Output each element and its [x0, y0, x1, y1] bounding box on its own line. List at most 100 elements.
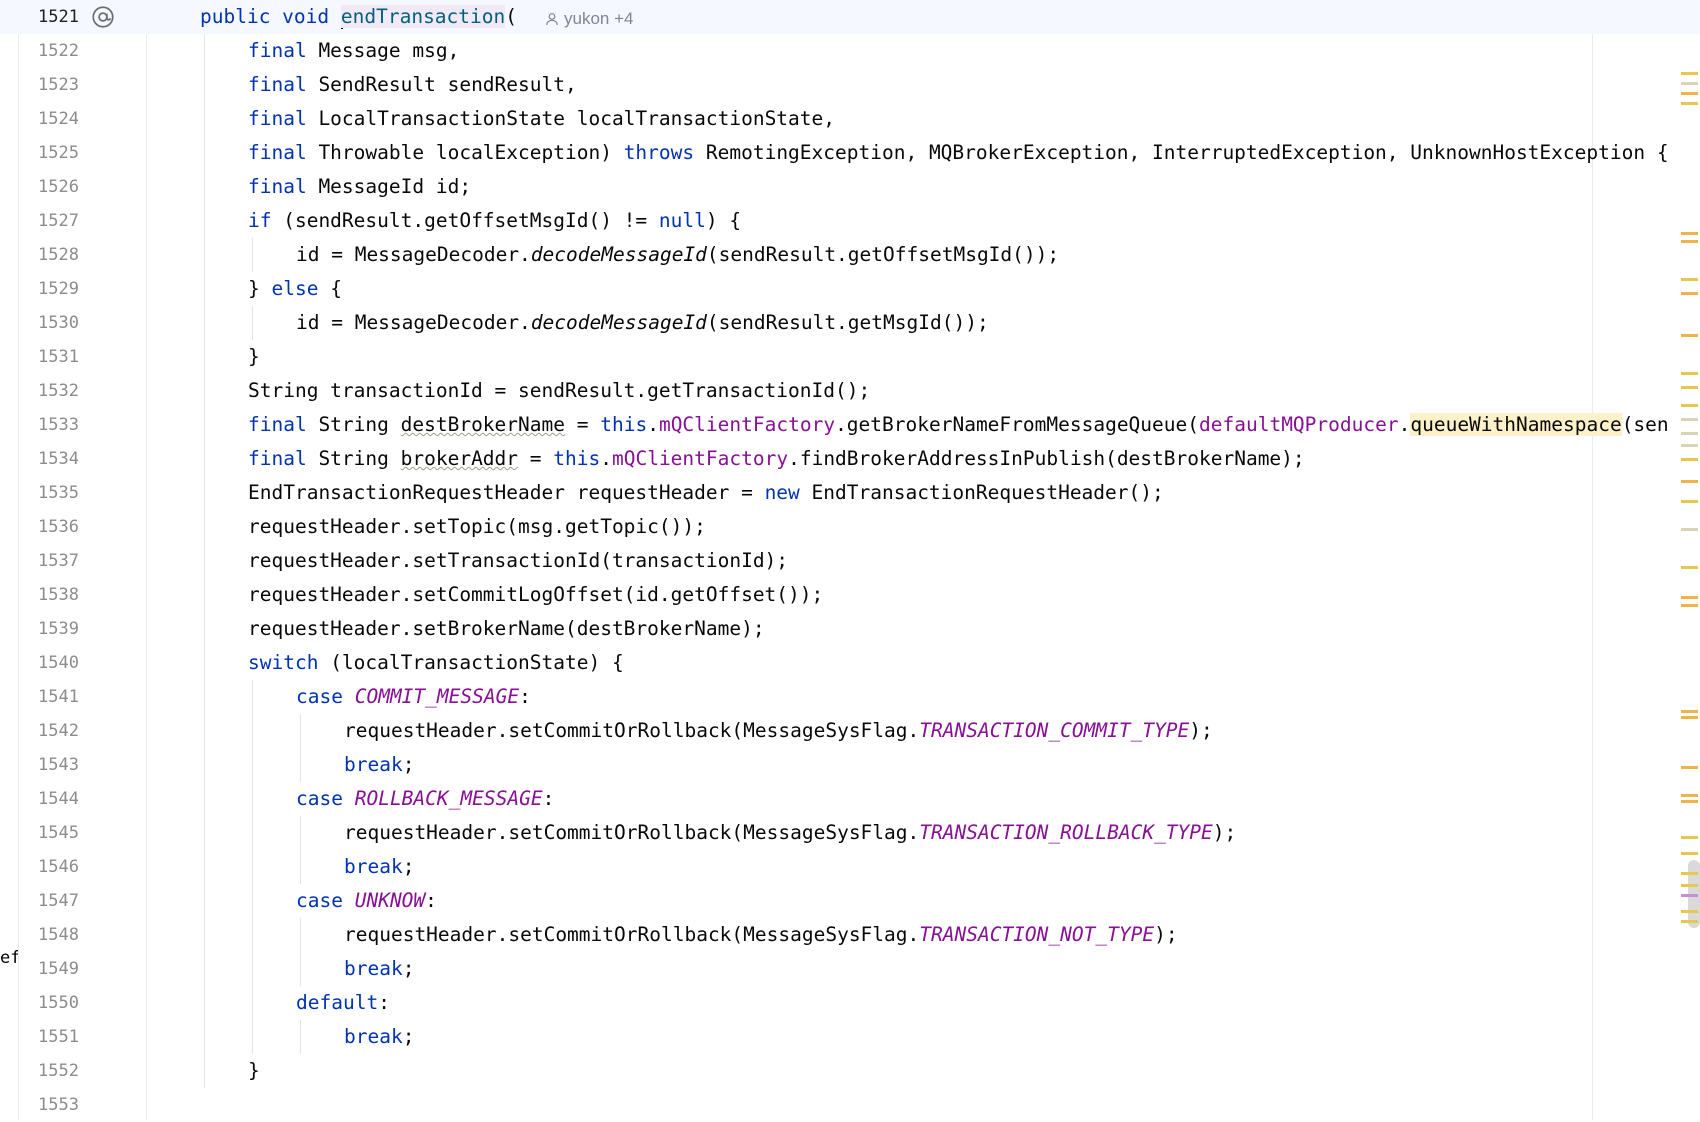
author-inlay-hint[interactable]: yukon +4: [545, 0, 633, 38]
code-text[interactable]: break;: [344, 748, 414, 782]
stripe-marker[interactable]: [1681, 716, 1698, 719]
stripe-marker[interactable]: [1681, 432, 1698, 435]
stripe-marker[interactable]: [1681, 884, 1698, 887]
stripe-marker[interactable]: [1681, 528, 1698, 531]
line-number[interactable]: 1522: [38, 41, 79, 61]
line-number[interactable]: 1538: [38, 585, 79, 605]
stripe-marker[interactable]: [1681, 836, 1698, 839]
code-text[interactable]: requestHeader.setCommitLogOffset(id.getO…: [248, 578, 823, 612]
code-line[interactable]: 1552}: [0, 1054, 1700, 1088]
line-number[interactable]: 1526: [38, 177, 79, 197]
code-text[interactable]: EndTransactionRequestHeader requestHeade…: [248, 476, 1164, 510]
line-number[interactable]: 1541: [38, 687, 79, 707]
line-number[interactable]: 1549: [38, 959, 79, 979]
stripe-marker[interactable]: [1681, 444, 1698, 447]
stripe-marker[interactable]: [1681, 240, 1698, 243]
stripe-marker[interactable]: [1681, 794, 1698, 797]
stripe-marker[interactable]: [1681, 386, 1698, 389]
code-text[interactable]: }: [248, 1054, 260, 1088]
line-number[interactable]: 1521: [38, 7, 79, 27]
line-number[interactable]: 1536: [38, 517, 79, 537]
code-text[interactable]: switch (localTransactionState) {: [248, 646, 624, 680]
line-number[interactable]: 1552: [38, 1061, 79, 1081]
code-line[interactable]: 1522 final Message msg,: [0, 34, 1700, 68]
stripe-marker[interactable]: [1681, 604, 1698, 607]
stripe-marker[interactable]: [1681, 458, 1698, 461]
line-number-gutter[interactable]: [19, 0, 147, 1120]
code-text[interactable]: final LocalTransactionState localTransac…: [248, 102, 835, 136]
line-number[interactable]: 1542: [38, 721, 79, 741]
line-number[interactable]: 1528: [38, 245, 79, 265]
stripe-marker[interactable]: [1681, 92, 1698, 95]
code-text[interactable]: break;: [344, 850, 414, 884]
stripe-marker[interactable]: [1681, 404, 1698, 407]
line-number[interactable]: 1546: [38, 857, 79, 877]
code-text[interactable]: requestHeader.setCommitOrRollback(Messag…: [344, 918, 1178, 952]
code-text[interactable]: final Throwable localException) throws R…: [248, 136, 1669, 170]
code-text[interactable]: } else {: [248, 272, 342, 306]
code-text[interactable]: id = MessageDecoder.decodeMessageId(send…: [296, 306, 989, 340]
line-number[interactable]: 1525: [38, 143, 79, 163]
code-text[interactable]: final String destBrokerName = this.mQCli…: [248, 408, 1669, 442]
line-number[interactable]: 1553: [38, 1095, 79, 1115]
code-line[interactable]: 1542 requestHeader.setCommitOrRollback(Me…: [0, 714, 1700, 748]
code-line[interactable]: 1534 final String brokerAddr = this.mQCli…: [0, 442, 1700, 476]
code-line[interactable]: 1545 requestHeader.setCommitOrRollback(Me…: [0, 816, 1700, 850]
stripe-marker[interactable]: [1681, 894, 1698, 897]
stripe-marker[interactable]: [1681, 278, 1698, 281]
stripe-marker[interactable]: [1681, 372, 1698, 375]
line-number[interactable]: 1540: [38, 653, 79, 673]
line-number[interactable]: 1545: [38, 823, 79, 843]
code-text[interactable]: final Message msg,: [248, 34, 459, 68]
line-number[interactable]: 1527: [38, 211, 79, 231]
override-at-icon[interactable]: [90, 4, 116, 30]
code-line[interactable]: 1538 requestHeader.setCommitLogOffset(id.…: [0, 578, 1700, 612]
code-line[interactable]: 1528 id = MessageDecoder.decodeMessageId(…: [0, 238, 1700, 272]
line-number[interactable]: 1524: [38, 109, 79, 129]
code-text[interactable]: final String brokerAddr = this.mQClientF…: [248, 442, 1305, 476]
code-text[interactable]: public void endTransaction(: [200, 0, 517, 34]
line-number[interactable]: 1531: [38, 347, 79, 367]
code-text[interactable]: String transactionId = sendResult.getTra…: [248, 374, 870, 408]
code-line[interactable]: 1531}: [0, 340, 1700, 374]
line-number[interactable]: 1539: [38, 619, 79, 639]
code-text[interactable]: requestHeader.setCommitOrRollback(Messag…: [344, 816, 1236, 850]
code-line[interactable]: 1546 break;: [0, 850, 1700, 884]
code-text[interactable]: requestHeader.setTransactionId(transacti…: [248, 544, 788, 578]
code-text[interactable]: case COMMIT_MESSAGE:: [296, 680, 531, 714]
code-text[interactable]: break;: [344, 1020, 414, 1054]
code-text[interactable]: requestHeader.setCommitOrRollback(Messag…: [344, 714, 1213, 748]
line-number[interactable]: 1551: [38, 1027, 79, 1047]
stripe-marker[interactable]: [1681, 418, 1698, 421]
line-number[interactable]: 1550: [38, 993, 79, 1013]
code-line[interactable]: 1529 } else {: [0, 272, 1700, 306]
stripe-marker[interactable]: [1681, 872, 1698, 875]
line-number[interactable]: 1544: [38, 789, 79, 809]
stripe-marker[interactable]: [1681, 102, 1698, 105]
line-number[interactable]: 1529: [38, 279, 79, 299]
stripe-marker[interactable]: [1681, 800, 1698, 803]
line-number[interactable]: 1534: [38, 449, 79, 469]
stripe-marker[interactable]: [1681, 292, 1698, 295]
line-number[interactable]: 1537: [38, 551, 79, 571]
line-number[interactable]: 1523: [38, 75, 79, 95]
code-text[interactable]: }: [248, 340, 260, 374]
code-line[interactable]: 1537 requestHeader.setTransactionId(trans…: [0, 544, 1700, 578]
stripe-marker[interactable]: [1681, 334, 1698, 337]
stripe-marker[interactable]: [1681, 500, 1698, 503]
line-number[interactable]: 1543: [38, 755, 79, 775]
line-number[interactable]: 1532: [38, 381, 79, 401]
code-text[interactable]: id = MessageDecoder.decodeMessageId(send…: [296, 238, 1059, 272]
stripe-marker[interactable]: [1681, 596, 1698, 599]
